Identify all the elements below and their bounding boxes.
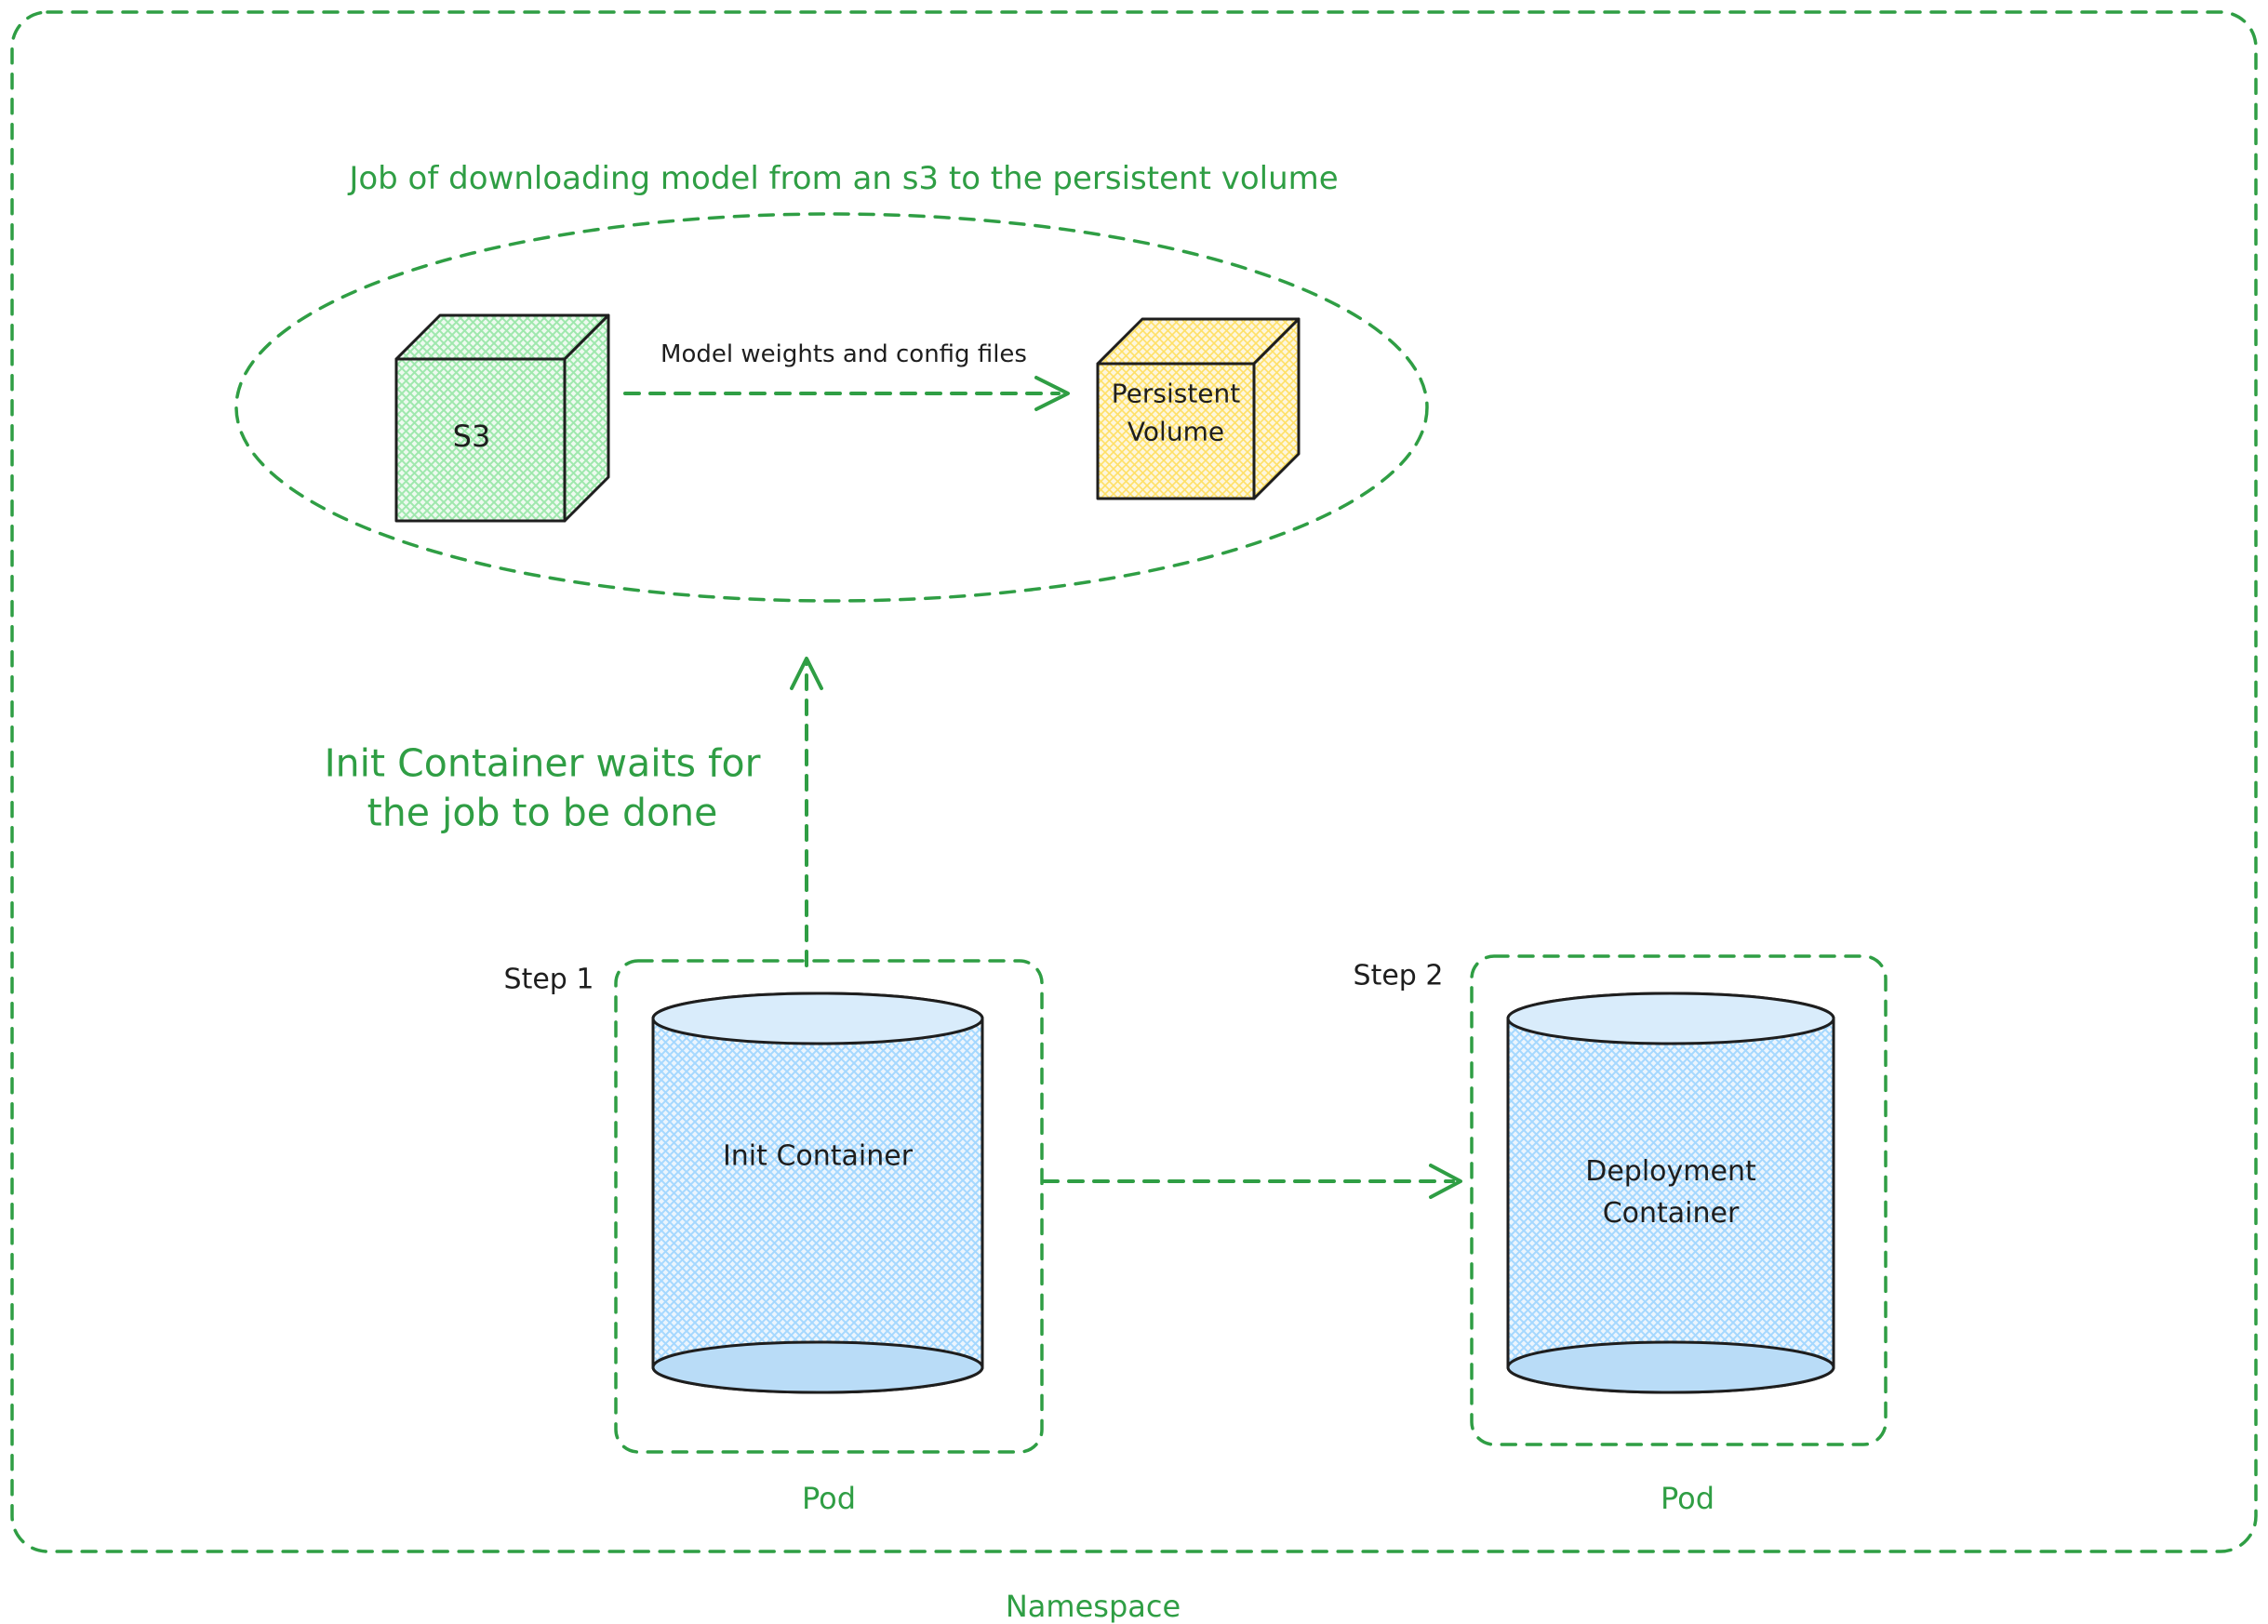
deployment-container-label-line2: Container (1602, 1197, 1740, 1230)
persistent-volume-label-line1: Persistent (1111, 378, 1241, 409)
init-container-cylinder (651, 992, 984, 1394)
persistent-volume-label-line2: Volume (1127, 416, 1225, 446)
s3-cube (394, 313, 610, 523)
arrow-s3-to-persistent-volume (623, 376, 1070, 411)
arrow-label-model-weights: Model weights and config files (660, 340, 1027, 369)
init-container-label: Init Container (722, 1139, 914, 1173)
wait-note: Init Container waits for the job to be d… (325, 739, 761, 839)
persistent-volume-label: Persistent Volume (1112, 375, 1241, 450)
job-title: Job of downloading model from an s3 to t… (349, 159, 1339, 197)
s3-label: S3 (452, 419, 491, 455)
deployment-container-label: Deployment Container (1585, 1151, 1756, 1234)
pod-2-label: Pod (1660, 1481, 1715, 1517)
pod-2-border (1470, 954, 1888, 1446)
step-1-label: Step 1 (503, 963, 594, 996)
wait-note-line2: the job to be done (367, 791, 718, 835)
namespace-label: Namespace (1005, 1589, 1181, 1624)
step-2-label: Step 2 (1353, 959, 1444, 992)
pod-1-border (614, 959, 1044, 1454)
namespace-border (10, 10, 2258, 1553)
arrow-pod1-to-pod2 (1042, 1164, 1462, 1199)
arrow-init-container-wait (790, 657, 823, 967)
wait-note-line1: Init Container waits for (324, 740, 761, 786)
persistent-volume-cube (1096, 317, 1301, 500)
job-group-ellipse (234, 212, 1429, 603)
deployment-container-label-line1: Deployment (1585, 1155, 1756, 1188)
deployment-container-cylinder (1506, 992, 1835, 1394)
pod-1-label: Pod (801, 1481, 857, 1517)
